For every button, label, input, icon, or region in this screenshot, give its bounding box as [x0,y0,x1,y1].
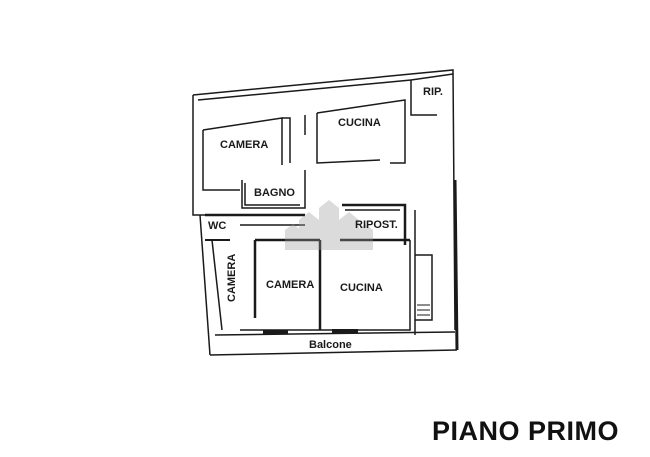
room-label-cucina-bottom: CUCINA [340,282,383,294]
room-label-rip: RIP. [423,86,443,98]
room-label-wc: WC [208,220,227,232]
room-label-ripost: RIPOST. [355,219,398,231]
room-label-bagno: BAGNO [254,187,295,199]
room-label-balcone: Balcone [309,339,352,351]
watermark-logo-icon [285,200,373,250]
room-label-camera-top: CAMERA [220,139,269,151]
room-label-cucina-top: CUCINA [338,117,381,129]
room-label-camera-vertical: CAMERA [226,253,238,302]
room-label-camera-bottom: CAMERA [266,279,315,291]
floor-title: PIANO PRIMO [432,416,620,446]
